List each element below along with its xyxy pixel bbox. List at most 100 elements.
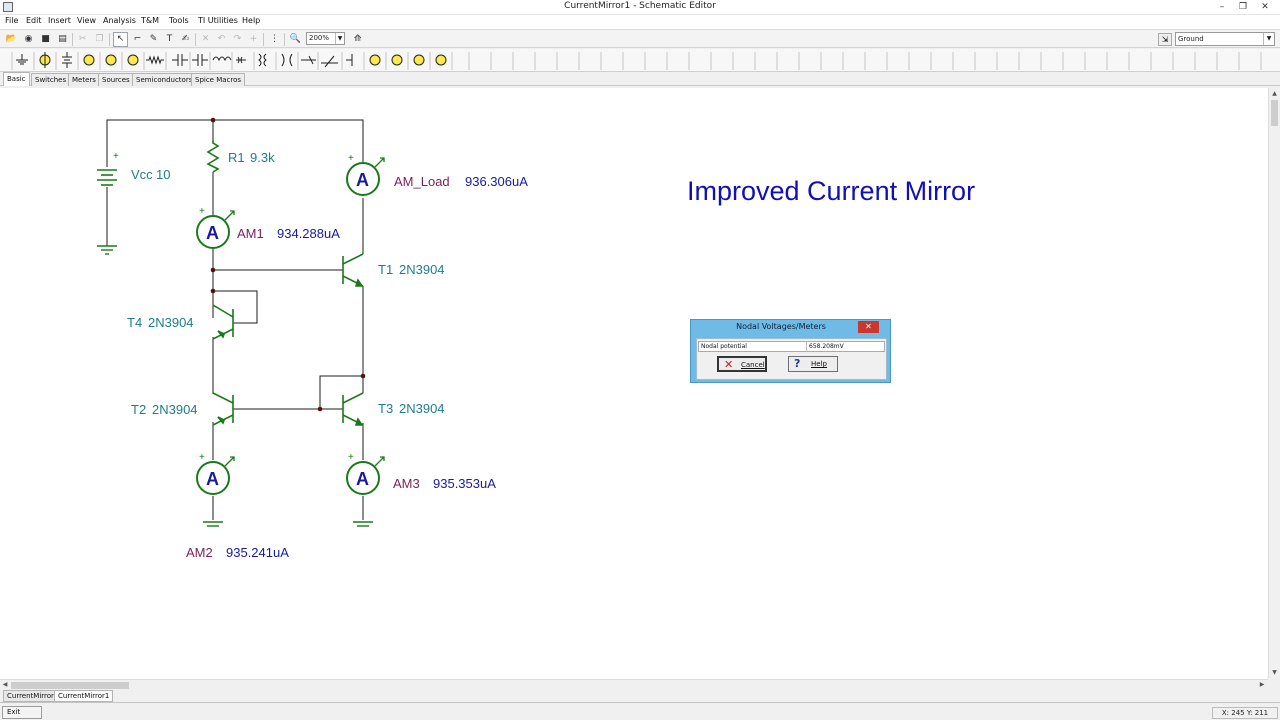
- zoom-icon[interactable]: 🔍: [289, 34, 302, 44]
- scroll-left-icon[interactable]: ◀: [2, 681, 8, 688]
- copy-icon[interactable]: ❐: [95, 34, 104, 44]
- undo-icon[interactable]: ↶: [217, 34, 226, 44]
- menu-help[interactable]: Help: [242, 16, 261, 25]
- menu-tools[interactable]: Tools: [169, 16, 189, 25]
- ammeter-am-load[interactable]: [346, 157, 385, 196]
- chevron-down-icon: ▼: [1263, 33, 1274, 45]
- battery-icon[interactable]: [62, 52, 72, 68]
- component-select[interactable]: Ground ▼: [1175, 32, 1275, 46]
- am2-plus: +: [199, 452, 205, 463]
- exit-button[interactable]: Exit: [2, 706, 42, 719]
- folder-icon[interactable]: ▤: [58, 34, 67, 44]
- text-icon[interactable]: T: [166, 34, 173, 44]
- ammeter-am3[interactable]: [346, 456, 385, 495]
- t1-model: 2N3904: [399, 262, 445, 277]
- select-icon[interactable]: ↖: [113, 32, 128, 47]
- ammeter-am2[interactable]: [196, 456, 235, 495]
- menu-analysis[interactable]: Analysis: [103, 16, 136, 25]
- schematic-canvas[interactable]: + Vcc 10 R1 9.3k A + AM_Load 936.306uA A…: [0, 88, 1268, 679]
- horizontal-scroll-thumb[interactable]: [11, 682, 129, 689]
- vcc-plus-sign: +: [113, 151, 119, 162]
- t4-model: 2N3904: [148, 315, 194, 330]
- transformer2-icon[interactable]: [258, 53, 267, 67]
- cut-icon[interactable]: ✂: [78, 34, 87, 44]
- tab-meters[interactable]: Meters: [68, 73, 100, 86]
- online-icon[interactable]: ◉: [24, 34, 33, 44]
- diode-icon[interactable]: [301, 55, 316, 65]
- jumper-icon[interactable]: [346, 54, 353, 66]
- tab-sources[interactable]: Sources: [98, 73, 134, 86]
- dialog-close-button[interactable]: ✕: [858, 321, 879, 333]
- scroll-up-icon[interactable]: ▲: [1272, 90, 1277, 97]
- open-icon[interactable]: 📂: [5, 34, 18, 44]
- bulb-icon[interactable]: [369, 54, 381, 66]
- doc-tab-currentmirror1[interactable]: CurrentMirror1: [54, 690, 114, 702]
- transistor-t2[interactable]: [212, 392, 234, 426]
- am1-plus: +: [199, 206, 205, 217]
- main-toolbar: 📂 ◉ ■ ▤ ✂ ❐ ↖ ⌐ ✎ T ✍ ✕ ↶ ↷ + ⋮ 🔍 200% ▼…: [0, 29, 1280, 48]
- r1-name: R1: [228, 150, 245, 165]
- cancel-button[interactable]: ✕ Cancel: [717, 356, 767, 372]
- tab-spice-macros[interactable]: Spice Macros: [191, 73, 246, 86]
- pencil-icon[interactable]: ✎: [149, 34, 158, 44]
- ground-icon[interactable]: [16, 54, 28, 65]
- horizontal-scrollbar[interactable]: ◀ ▶: [0, 679, 1268, 690]
- place-component-icon[interactable]: ⇲: [1158, 33, 1172, 46]
- resistor-icon[interactable]: [146, 55, 164, 65]
- scroll-right-icon[interactable]: ▶: [1259, 681, 1265, 688]
- close-button[interactable]: ✕: [1261, 2, 1269, 12]
- battery-vcc[interactable]: [97, 169, 117, 186]
- inductor-icon[interactable]: [212, 56, 232, 62]
- lamp2-icon[interactable]: [105, 54, 117, 66]
- menu-edit[interactable]: Edit: [26, 16, 42, 25]
- capacitor2-icon[interactable]: [192, 54, 208, 66]
- fit-icon[interactable]: ⟰: [353, 34, 362, 44]
- menu-view[interactable]: View: [77, 16, 96, 25]
- capacitor-icon[interactable]: [172, 54, 188, 66]
- nodal-voltages-dialog[interactable]: Nodal Voltages/Meters ✕ Nodal potential …: [690, 319, 891, 383]
- transistor-t4[interactable]: [212, 304, 234, 340]
- bulb4-icon[interactable]: [435, 54, 447, 66]
- voltage-source-icon[interactable]: [39, 52, 51, 68]
- menu-tm[interactable]: T&M: [141, 16, 160, 25]
- bulb3-icon[interactable]: [413, 54, 425, 66]
- help-button[interactable]: ? Help: [788, 356, 838, 372]
- transistor-t3[interactable]: [342, 392, 364, 426]
- zoom-select[interactable]: 200% ▼: [306, 32, 345, 45]
- am3-symbol: A: [356, 469, 369, 489]
- switch-icon[interactable]: [281, 53, 293, 67]
- scroll-down-icon[interactable]: ▼: [1272, 669, 1277, 676]
- vertical-scroll-thumb[interactable]: [1271, 100, 1278, 126]
- delete-icon[interactable]: ✕: [201, 34, 210, 44]
- lamp3-icon[interactable]: [127, 54, 139, 66]
- status-bar: Exit X: 245 Y: 211: [0, 704, 1280, 720]
- grid-icon[interactable]: ⋮: [270, 34, 279, 44]
- resistor-r1[interactable]: [206, 140, 220, 173]
- menu-insert[interactable]: Insert: [48, 16, 71, 25]
- wire-tool-icon[interactable]: ⌐: [133, 34, 142, 44]
- close-icon: ✕: [724, 358, 734, 371]
- vertical-scrollbar[interactable]: ▲ ▼: [1268, 88, 1280, 679]
- menu-file[interactable]: File: [5, 16, 19, 25]
- component-value: Ground: [1178, 35, 1204, 43]
- lamp-icon[interactable]: [83, 54, 95, 66]
- save-icon[interactable]: ■: [41, 34, 50, 44]
- tab-switches[interactable]: Switches: [31, 73, 71, 86]
- help-icon: ?: [794, 357, 801, 370]
- ammeter-am1[interactable]: [196, 210, 235, 249]
- redo-icon[interactable]: ↷: [233, 34, 242, 44]
- transistor-t1[interactable]: [342, 253, 364, 287]
- tab-basic[interactable]: Basic: [3, 72, 30, 86]
- pot-icon[interactable]: [321, 55, 338, 68]
- edit-text-icon[interactable]: ✍: [181, 34, 190, 44]
- tab-semiconductors[interactable]: Semiconductors: [132, 73, 197, 86]
- bulb2-icon[interactable]: [391, 54, 403, 66]
- am1-reading: 934.288uA: [277, 226, 340, 241]
- minimize-button[interactable]: –: [1219, 2, 1225, 12]
- dialog-title: Nodal Voltages/Meters: [736, 322, 826, 331]
- transformer-icon[interactable]: [236, 56, 246, 64]
- add-icon[interactable]: +: [249, 34, 258, 44]
- menu-ti-utilities[interactable]: TI Utilities: [198, 16, 238, 25]
- restore-button[interactable]: ❐: [1238, 2, 1248, 12]
- app-icon[interactable]: [3, 2, 13, 12]
